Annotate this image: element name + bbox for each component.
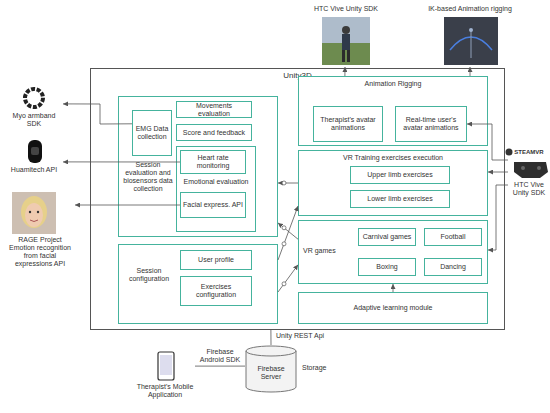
- sdk-block: IK-based Animation rigging: [420, 5, 520, 67]
- process-box: EMG Data collection: [132, 110, 172, 156]
- mouth: [30, 220, 38, 222]
- headset-sensor: [521, 166, 525, 170]
- cylinder-body: [246, 346, 296, 392]
- process-box: Lower limb exercises: [350, 190, 450, 208]
- node-text: Facial express. API: [183, 201, 243, 209]
- screen-bg: [444, 17, 498, 65]
- node-text: Animation Rigging: [299, 80, 487, 88]
- rig-bone: [471, 30, 472, 58]
- edge-label: Unity REST Api: [276, 332, 346, 340]
- game-box: Football: [424, 228, 482, 246]
- node-text: VR games: [303, 247, 349, 255]
- mobile-app: Therapist's Mobile Application: [135, 350, 195, 412]
- node-text: HTC Vive Unity SDK: [310, 5, 382, 13]
- node-text: Emotional evaluation: [177, 178, 255, 186]
- face-photo: [12, 192, 56, 234]
- api-block: RAGE Project Emotion recognition from fa…: [5, 190, 75, 284]
- sdk-block: STEAMVR HTC Vive Unity SDK: [508, 148, 550, 198]
- api-block: Huamitech API: [5, 138, 63, 184]
- game-box: Dancing: [424, 258, 482, 276]
- game-box: Boxing: [358, 258, 416, 276]
- node-text: EMG Data collection: [135, 125, 169, 141]
- steam-logo: [506, 149, 513, 156]
- node-text: Session evaluation and biosensors data c…: [121, 161, 175, 193]
- band-screen: [31, 147, 39, 155]
- node-text: VR Training exercises execution: [299, 154, 487, 162]
- node-text: Huamitech API: [5, 166, 63, 174]
- eye: [29, 211, 31, 213]
- module-box: Animation RiggingTherapist's avatar anim…: [298, 76, 488, 146]
- headset-body: [514, 162, 548, 178]
- armband-ring: [25, 89, 43, 107]
- fitness-band-icon: [28, 140, 42, 163]
- person-leg: [342, 50, 345, 62]
- process-box: Heart rate monitoring: [180, 150, 246, 174]
- eye: [37, 211, 39, 213]
- node-text: Dancing: [440, 263, 466, 271]
- node-text: Movements evaluation: [179, 102, 249, 118]
- module-box: Session evaluation and biosensors data c…: [118, 96, 278, 237]
- node-text: STEAMVR: [512, 148, 546, 156]
- person-head: [342, 26, 350, 34]
- node-text: Boxing: [376, 263, 397, 271]
- node-text: User profile: [198, 256, 234, 264]
- vive-headset-icon: [506, 149, 549, 179]
- node-text: Firebase Server: [247, 365, 295, 381]
- node-text: Heart rate monitoring: [183, 154, 243, 170]
- phone-icon: [158, 352, 174, 380]
- process-box: Facial express. API: [180, 192, 246, 218]
- node-text: Real-time user's avatar animations: [398, 116, 464, 132]
- cylinder-rim: [246, 351, 296, 356]
- module-box: Adaptive learning module: [298, 292, 488, 324]
- process-box: Upper limb exercises: [350, 166, 450, 184]
- person-leg: [347, 50, 350, 62]
- phone-screen: [160, 355, 172, 375]
- vive-photo: [322, 17, 370, 65]
- free-label: Storage: [302, 364, 342, 372]
- process-box: Therapist's avatar animations: [313, 106, 383, 142]
- node-text: Carnival games: [363, 233, 412, 241]
- node-text: IK-based Animation rigging: [420, 5, 520, 13]
- sdk-block: Myo armband SDK: [5, 86, 63, 132]
- person-body: [342, 34, 350, 50]
- module-box: VR games Carnival games FootballBoxing Danc…: [298, 220, 488, 284]
- process-box: Exercises configuration: [180, 276, 252, 306]
- myo-armband-icon: [25, 89, 43, 107]
- process-box: Real-time user's avatar animations: [395, 106, 467, 142]
- rigging-screenshot: [444, 17, 498, 65]
- node-text: HTC Vive Unity SDK: [508, 181, 550, 197]
- node-text: Upper limb exercises: [367, 171, 432, 179]
- connector: [195, 366, 245, 367]
- process-box: Movements evaluation: [176, 101, 252, 118]
- photo-bg: [12, 192, 56, 234]
- node-text: Adaptive learning module: [354, 304, 433, 312]
- photo-sky: [322, 17, 370, 65]
- connector: [270, 330, 271, 345]
- node-text: Football: [441, 233, 466, 241]
- system-boundary: Unity3DSession evaluation and biosensors…: [90, 68, 505, 330]
- face: [25, 203, 43, 227]
- node-text: Myo armband SDK: [5, 112, 63, 128]
- module-box: Session configuration User profileExercis…: [118, 244, 278, 324]
- database-cylinder: Firebase Server: [245, 345, 297, 393]
- phone-body: [158, 352, 174, 380]
- band-strap: [28, 140, 42, 163]
- sdk-block: HTC Vive Unity SDK: [310, 5, 382, 67]
- process-box: User profile: [180, 250, 252, 270]
- node-text: Lower limb exercises: [367, 195, 432, 203]
- node-text: Therapist's Mobile Application: [135, 383, 195, 399]
- headset-sensor: [537, 166, 541, 170]
- group-box: Emotional evaluation Heart rate monitorin…: [176, 146, 256, 232]
- node-text: Exercises configuration: [183, 283, 249, 299]
- node-text: Score and feedback: [183, 129, 245, 137]
- node-text: Therapist's avatar animations: [316, 116, 380, 132]
- process-box: Score and feedback: [176, 124, 252, 141]
- node-text: RAGE Project Emotion recognition from fa…: [5, 236, 75, 268]
- hair: [21, 196, 47, 228]
- rig-joint: [469, 28, 473, 32]
- node-text: Session configuration: [121, 267, 177, 283]
- module-box: VR Training exercises executionUpper lim…: [298, 150, 488, 216]
- edge-label: Firebase Android SDK: [197, 348, 243, 364]
- game-box: Carnival games: [358, 228, 416, 246]
